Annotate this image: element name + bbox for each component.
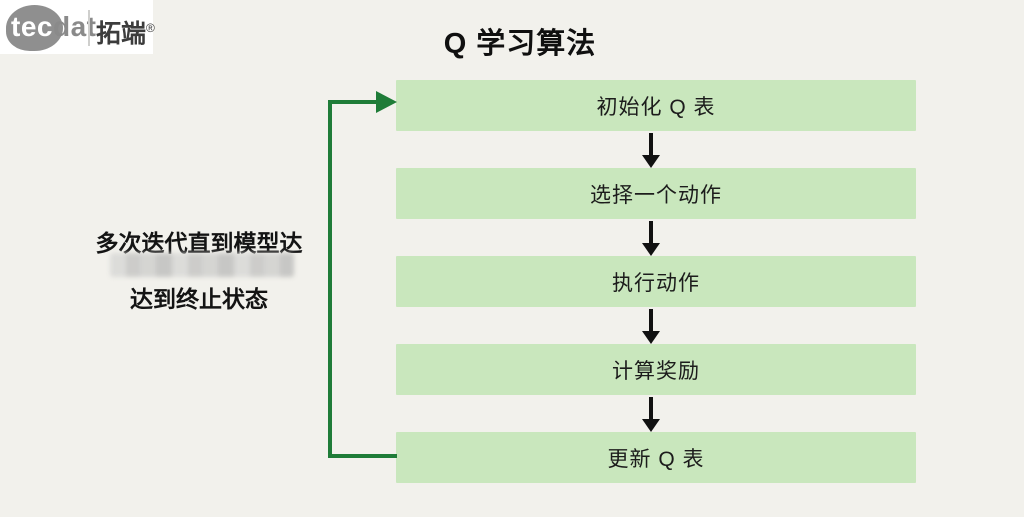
loop-arrow-vertical-segment bbox=[328, 100, 332, 458]
loop-arrow-bottom-segment bbox=[328, 454, 397, 458]
step-box-update-q-table: 更新 Q 表 bbox=[396, 432, 916, 483]
step-box-select-action: 选择一个动作 bbox=[396, 168, 916, 219]
step-box-execute-action: 执行动作 bbox=[396, 256, 916, 307]
arrow-down-icon bbox=[642, 309, 660, 344]
page-title: Q 学习算法 bbox=[443, 28, 597, 60]
registered-trademark-icon: ® bbox=[146, 21, 155, 35]
loop-arrow-top-segment bbox=[328, 100, 377, 104]
brand-logo: tecdat 拓端® bbox=[0, 0, 155, 54]
logo-text-tec: tec bbox=[11, 11, 53, 42]
loop-arrow-head-icon bbox=[376, 91, 397, 113]
logo-wordmark: tecdat bbox=[11, 11, 96, 43]
logo-divider bbox=[88, 10, 90, 46]
logo-text-cn: 拓端® bbox=[96, 14, 155, 50]
arrow-down-icon bbox=[642, 397, 660, 432]
side-note-line1: 多次迭代直到模型达 bbox=[95, 230, 303, 256]
arrow-down-icon bbox=[642, 221, 660, 256]
arrow-down-icon bbox=[642, 133, 660, 168]
side-note-line2: 达到终止状态 bbox=[130, 286, 268, 312]
step-box-compute-reward: 计算奖励 bbox=[396, 344, 916, 395]
logo-bubble-icon bbox=[6, 5, 63, 51]
logo-cn-chars: 拓端 bbox=[96, 20, 147, 48]
blurred-watermark-region bbox=[110, 253, 294, 277]
step-box-initialize-q-table: 初始化 Q 表 bbox=[396, 80, 916, 131]
